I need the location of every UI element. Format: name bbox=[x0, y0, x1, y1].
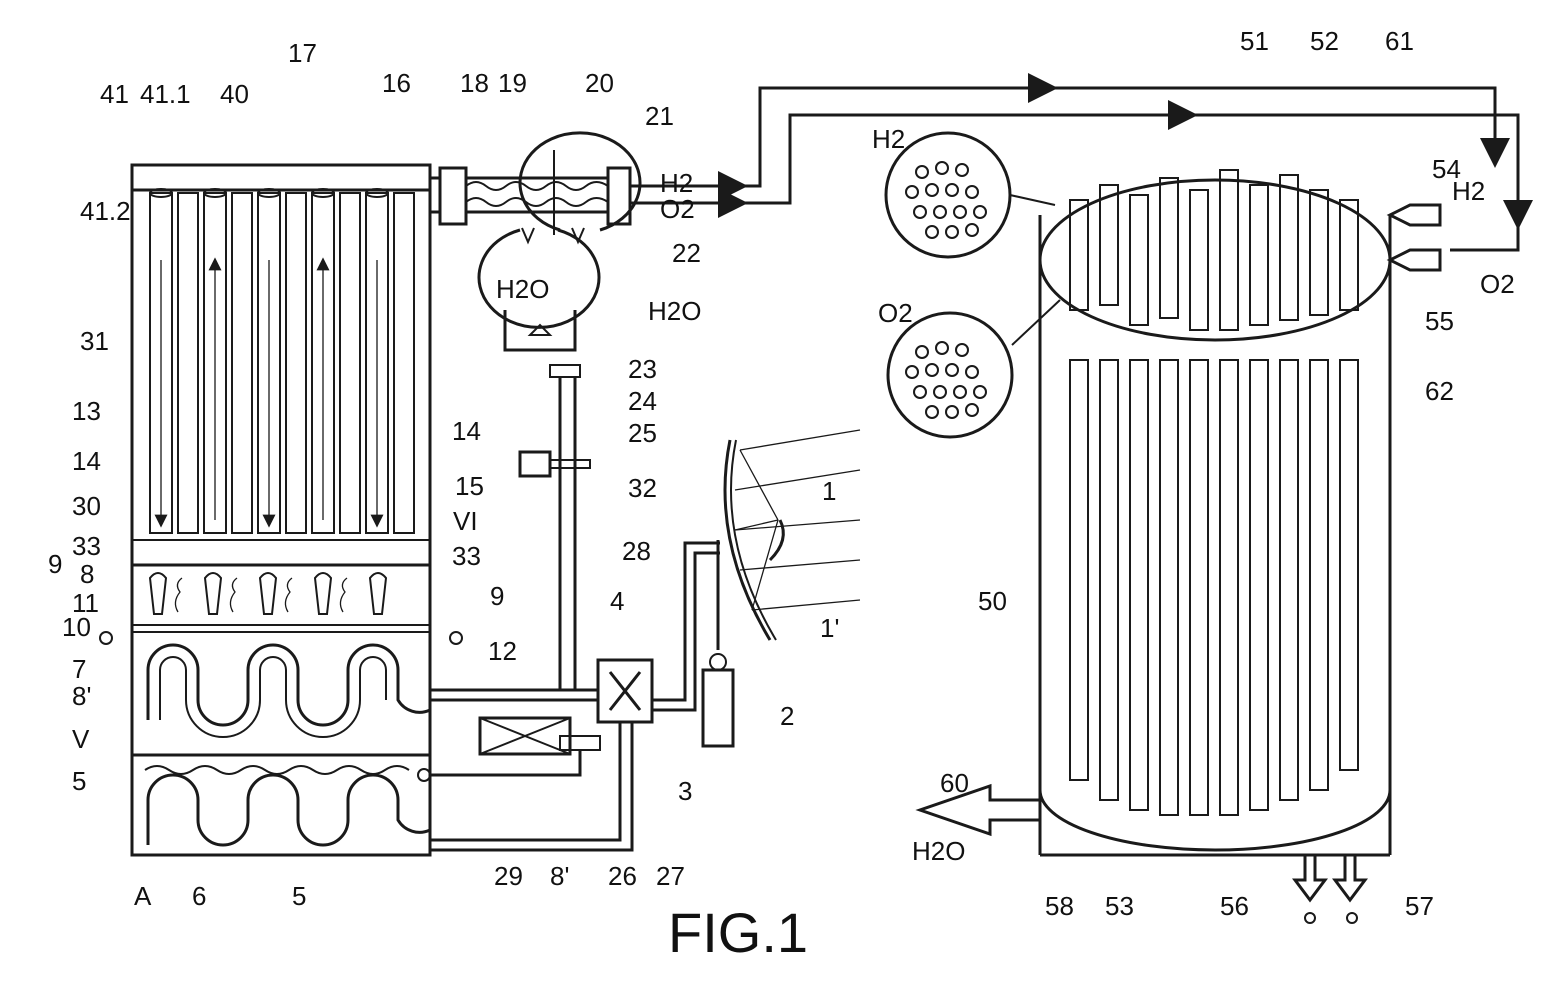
label-52: 52 bbox=[1310, 26, 1339, 56]
figure-caption: FIG.1 bbox=[668, 901, 808, 964]
label-9-right: 9 bbox=[490, 581, 504, 611]
label-23: 23 bbox=[628, 354, 657, 384]
label-V: V bbox=[72, 724, 90, 754]
label-28: 28 bbox=[622, 536, 651, 566]
label-6: 6 bbox=[192, 881, 206, 911]
label-5-left: 5 bbox=[72, 766, 86, 796]
label-57: 57 bbox=[1405, 891, 1434, 921]
label-1-prime: 1' bbox=[820, 613, 839, 643]
label-A: A bbox=[134, 881, 152, 911]
label-20: 20 bbox=[585, 68, 614, 98]
label-30: 30 bbox=[72, 491, 101, 521]
label-24: 24 bbox=[628, 386, 657, 416]
label-60: 60 bbox=[940, 768, 969, 798]
outlet-label-h2o: H2O bbox=[912, 836, 965, 866]
label-53: 53 bbox=[1105, 891, 1134, 921]
label-41-1: 41.1 bbox=[140, 79, 191, 109]
label-21: 21 bbox=[645, 101, 674, 131]
label-33-left: 33 bbox=[72, 531, 101, 561]
label-10: 10 bbox=[62, 612, 91, 642]
label-9-left: 9 bbox=[48, 549, 62, 579]
label-61: 61 bbox=[1385, 26, 1414, 56]
label-62: 62 bbox=[1425, 376, 1454, 406]
label-25: 25 bbox=[628, 418, 657, 448]
label-41: 41 bbox=[100, 79, 129, 109]
tank-label-h2o-left: H2O bbox=[496, 274, 549, 304]
label-40: 40 bbox=[220, 79, 249, 109]
label-27: 27 bbox=[656, 861, 685, 891]
disc-label-h2: H2 bbox=[872, 124, 905, 154]
label-12: 12 bbox=[488, 636, 517, 666]
label-13: 13 bbox=[72, 396, 101, 426]
label-18: 18 bbox=[460, 68, 489, 98]
label-2: 2 bbox=[780, 701, 794, 731]
disc-label-o2: O2 bbox=[878, 298, 913, 328]
pipe-label-o2: O2 bbox=[660, 194, 695, 224]
label-1: 1 bbox=[822, 476, 836, 506]
label-4: 4 bbox=[610, 586, 624, 616]
label-55: 55 bbox=[1425, 306, 1454, 336]
label-8-prime-bottom: 8' bbox=[550, 861, 569, 891]
label-32: 32 bbox=[628, 473, 657, 503]
label-58: 58 bbox=[1045, 891, 1074, 921]
label-7: 7 bbox=[72, 654, 86, 684]
label-8: 8 bbox=[80, 559, 94, 589]
label-22: 22 bbox=[672, 238, 701, 268]
label-5-bottom: 5 bbox=[292, 881, 306, 911]
label-14-left: 14 bbox=[72, 446, 101, 476]
label-41-2: 41.2 bbox=[80, 196, 131, 226]
label-17: 17 bbox=[288, 38, 317, 68]
label-50: 50 bbox=[978, 586, 1007, 616]
tank-label-h2o-right: H2O bbox=[648, 296, 701, 326]
label-26: 26 bbox=[608, 861, 637, 891]
label-VI: VI bbox=[453, 506, 478, 536]
label-14-right: 14 bbox=[452, 416, 481, 446]
label-3: 3 bbox=[678, 776, 692, 806]
label-15: 15 bbox=[455, 471, 484, 501]
label-8-prime-left: 8' bbox=[72, 681, 91, 711]
inlet-label-o2: O2 bbox=[1480, 269, 1515, 299]
label-19: 19 bbox=[498, 68, 527, 98]
label-16: 16 bbox=[382, 68, 411, 98]
label-33-right: 33 bbox=[452, 541, 481, 571]
inlet-label-h2: H2 bbox=[1452, 176, 1485, 206]
label-31: 31 bbox=[80, 326, 109, 356]
label-29: 29 bbox=[494, 861, 523, 891]
label-56: 56 bbox=[1220, 891, 1249, 921]
label-51: 51 bbox=[1240, 26, 1269, 56]
